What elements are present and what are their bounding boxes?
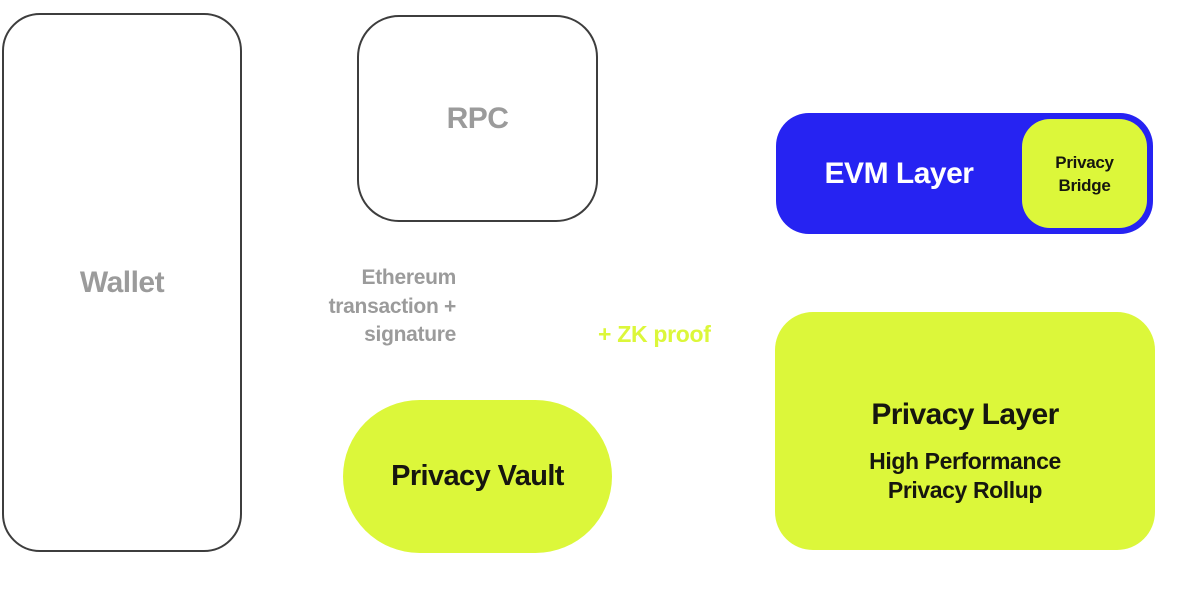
privacy-bridge-label-line-2: Bridge: [1058, 175, 1111, 195]
privacy-vault-label: Privacy Vault: [391, 460, 564, 492]
zk-proof-annotation: + ZK proof: [598, 321, 711, 347]
eth-annotation-line-3: signature: [364, 323, 456, 346]
rpc-node: RPC: [357, 15, 598, 222]
eth-annotation-line-2: transaction +: [328, 294, 457, 318]
eth-annotation-line-1: Ethereum: [361, 266, 457, 289]
privacy-vault-node: Privacy Vault: [343, 400, 612, 553]
privacy-layer-subtitle-line-1: High Performance: [869, 448, 1061, 474]
privacy-bridge-label-line-1: Privacy: [1055, 152, 1114, 172]
privacy-layer-title: Privacy Layer: [871, 398, 1059, 431]
evm-layer-label: EVM Layer: [824, 156, 974, 190]
privacy-bridge-node: Privacy Bridge: [1022, 119, 1147, 228]
rpc-label: RPC: [446, 101, 509, 135]
privacy-layer-subtitle-line-2: Privacy Rollup: [887, 477, 1043, 503]
evm-layer-node: EVM Layer Privacy Bridge: [776, 113, 1153, 234]
privacy-layer-node: Privacy Layer High Performance Privacy R…: [775, 312, 1155, 550]
wallet-node: Wallet: [2, 13, 242, 552]
eth-transaction-annotation: Ethereum transaction + signature: [296, 264, 457, 350]
wallet-label: Wallet: [79, 265, 165, 299]
